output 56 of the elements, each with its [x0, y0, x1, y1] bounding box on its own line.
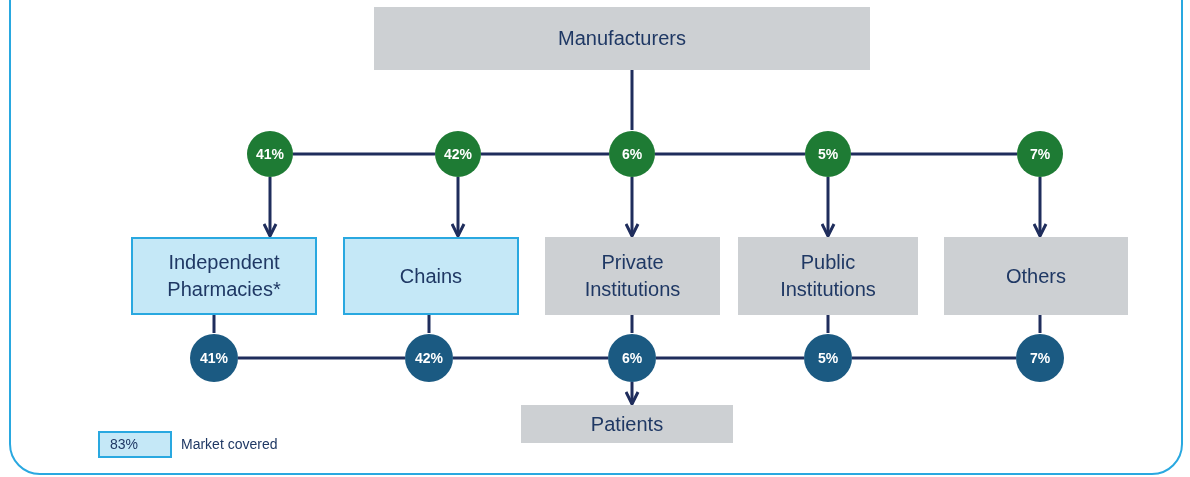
arrow — [624, 177, 640, 238]
connector-line — [481, 152, 609, 156]
process-box — [374, 7, 870, 70]
node-label: 41% — [256, 144, 284, 164]
connector-line — [453, 356, 608, 360]
process-box — [545, 237, 720, 315]
channel-box — [343, 237, 519, 315]
connector-line — [851, 152, 1017, 156]
node-label: 41% — [200, 348, 228, 368]
process-box — [521, 405, 733, 443]
connector-line — [427, 315, 431, 333]
connector-line — [826, 315, 830, 333]
connector-line — [293, 152, 435, 156]
process-box — [944, 237, 1128, 315]
node-label: 6% — [621, 144, 643, 164]
arrow — [820, 177, 836, 238]
node-label: 5% — [817, 144, 839, 164]
legend-value: 83% — [110, 436, 139, 452]
arrow — [450, 177, 466, 238]
arrow — [1032, 177, 1048, 238]
status-circle — [804, 334, 852, 382]
node-label: Others — [1005, 263, 1067, 289]
channel-box — [131, 237, 317, 315]
node-label: 5% — [817, 348, 839, 368]
connector-line — [212, 315, 216, 333]
connector-line — [655, 152, 805, 156]
status-circle — [609, 131, 655, 177]
node-label: 7% — [1029, 348, 1051, 368]
status-circle — [805, 131, 851, 177]
arrow — [262, 177, 278, 238]
legend-label: Market covered — [181, 436, 278, 452]
node-label: 42% — [444, 144, 472, 164]
node-label: 6% — [621, 348, 643, 368]
status-circle — [1016, 334, 1064, 382]
node-label: 7% — [1029, 144, 1051, 164]
status-circle — [1017, 131, 1063, 177]
status-circle — [190, 334, 238, 382]
node-label: Independent Pharmacies* — [166, 250, 282, 302]
status-circle — [435, 131, 481, 177]
node-label: Chains — [398, 263, 464, 289]
status-circle — [608, 334, 656, 382]
connector-line — [238, 356, 405, 360]
process-box — [738, 237, 918, 315]
connector-line — [630, 70, 634, 130]
status-circle — [247, 131, 293, 177]
node-label: Manufacturers — [557, 26, 687, 51]
node-label: Patients — [589, 411, 665, 437]
node-label: Private Institutions — [583, 250, 682, 302]
status-circle — [405, 334, 453, 382]
node-label: Public Institutions — [779, 250, 877, 302]
arrow — [624, 382, 640, 406]
node-label: 42% — [415, 348, 443, 368]
connector-line — [656, 356, 804, 360]
connector-line — [852, 356, 1016, 360]
connector-line — [630, 315, 634, 333]
connector-line — [1038, 315, 1042, 333]
